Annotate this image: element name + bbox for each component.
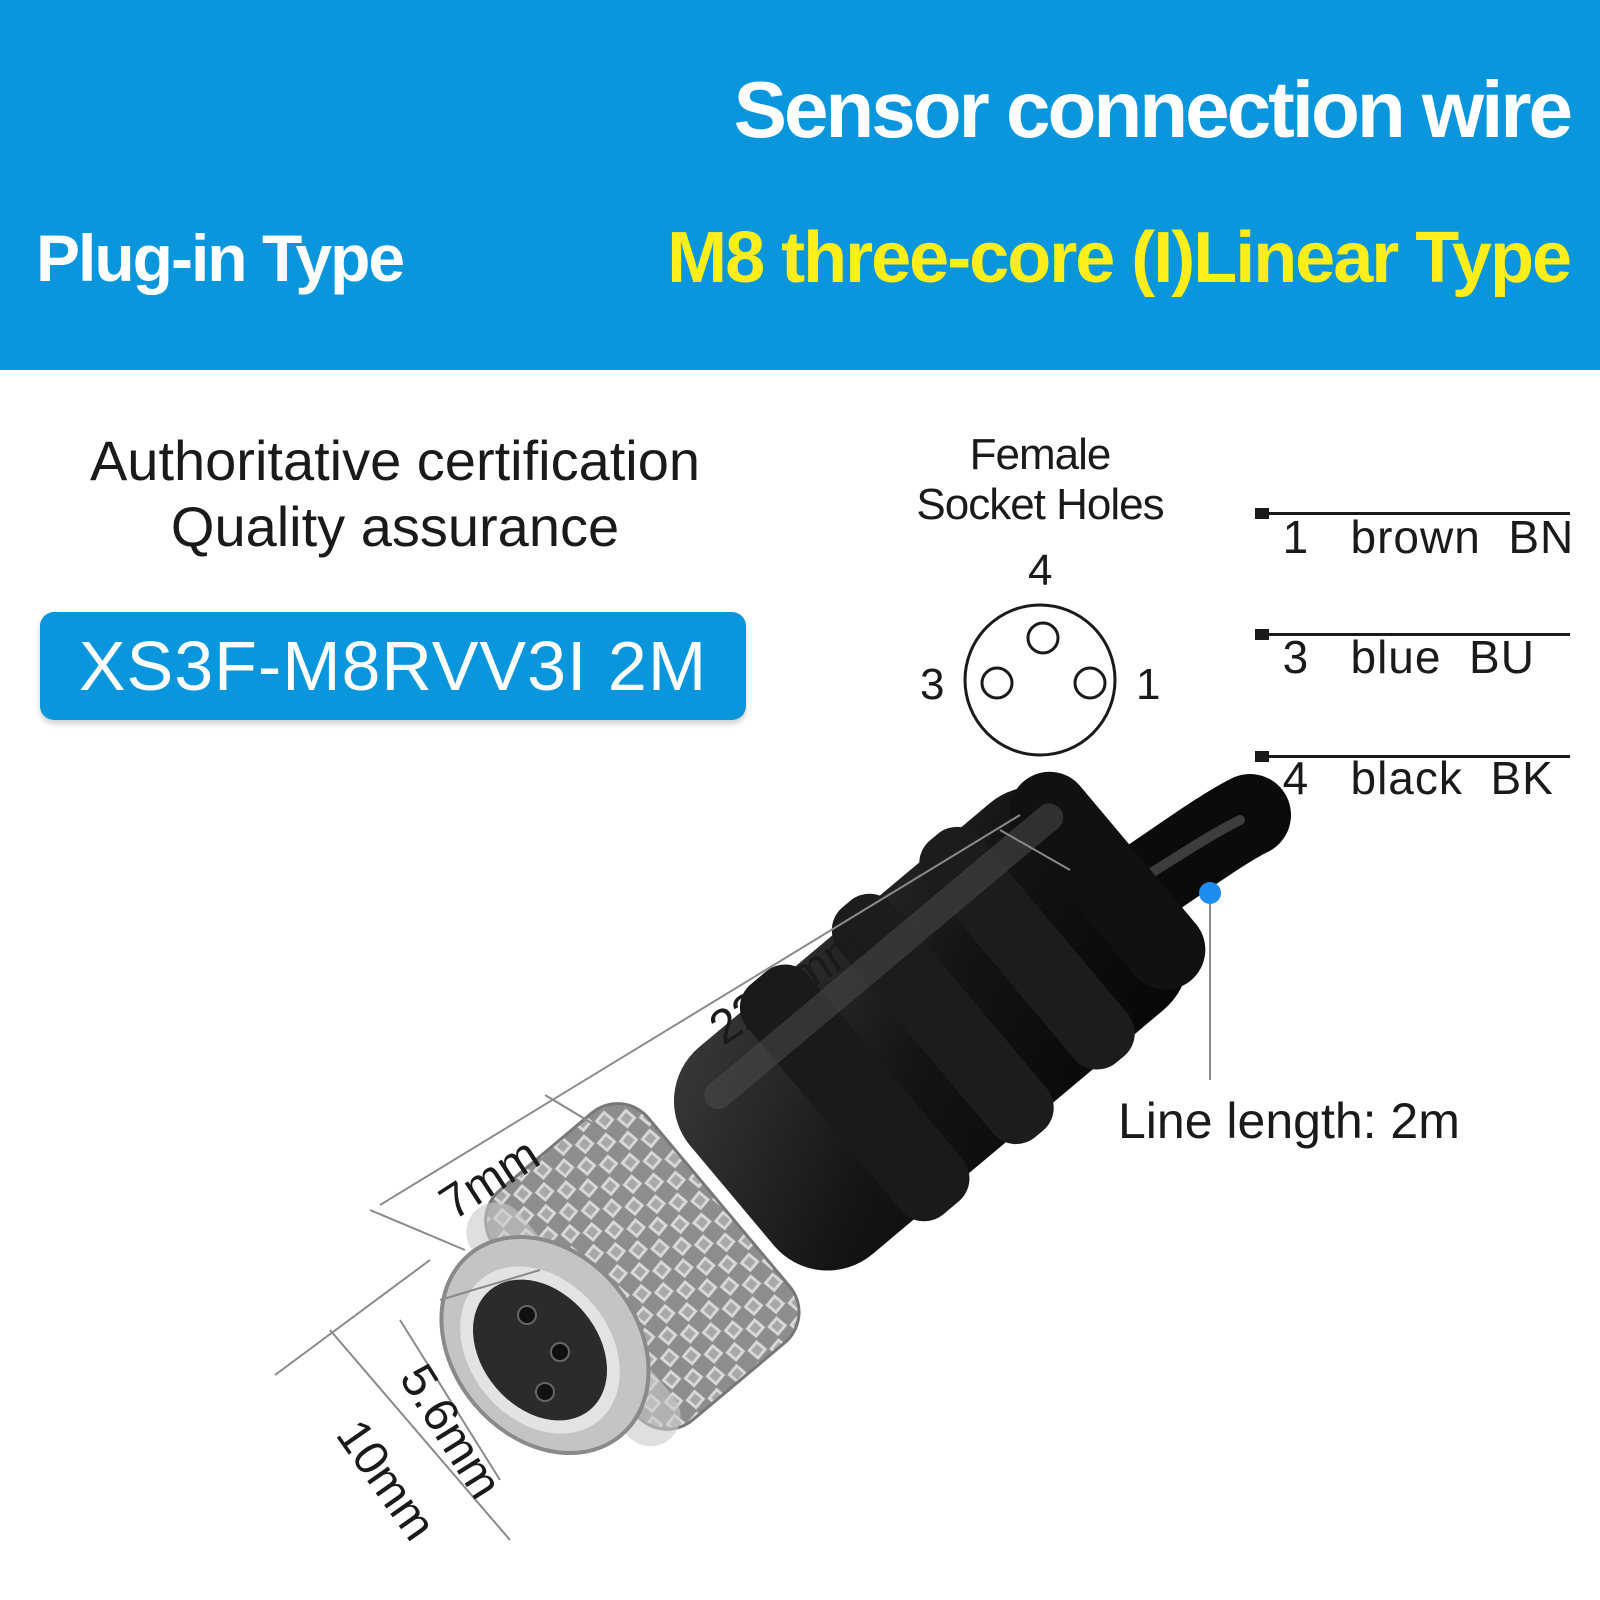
wire-color: blue: [1350, 631, 1442, 683]
header-banner: Sensor connection wire Plug-in Type M8 t…: [0, 0, 1600, 370]
wire-row-blue: 3 blue BU: [1255, 576, 1570, 684]
certification-line: Authoritative certification: [89, 429, 701, 492]
wire-row-black: 4 black BK: [1255, 697, 1570, 805]
wire-line-black: [1255, 751, 1570, 762]
certification-text: Authoritative certification Quality assu…: [30, 428, 760, 560]
wire-code: BK: [1490, 752, 1554, 804]
banner-title: Sensor connection wire: [733, 65, 1573, 154]
socket-hole-4: [1026, 621, 1060, 655]
wire-pin: 4: [1282, 752, 1310, 804]
quality-line: Quality assurance: [170, 495, 620, 558]
wire-line-brown: [1255, 508, 1570, 519]
wire-pin: 1: [1282, 511, 1310, 563]
line-length-label: Line length: 2m: [1118, 1093, 1460, 1149]
dimension-lines: [274, 814, 1071, 1541]
socket-face-diagram: [963, 603, 1117, 757]
socket-caption: Female Socket Holes: [880, 430, 1200, 530]
wire-color: black: [1350, 752, 1463, 804]
banner-subtitle: M8 three-core (I)Linear Type: [667, 218, 1572, 298]
socket-caption-line1: Female: [969, 430, 1112, 479]
socket-caption-line2: Socket Holes: [916, 480, 1164, 529]
pin-label-right: 1: [1136, 660, 1161, 709]
socket-hole-3: [980, 666, 1014, 700]
wire-line-blue: [1255, 629, 1570, 640]
line-length-marker: [1199, 882, 1221, 1080]
wire-pin: 3: [1282, 631, 1310, 683]
model-code-badge: XS3F-M8RVV3I 2M: [40, 612, 746, 720]
connector-body: [673, 771, 1206, 1271]
wire-color: brown: [1350, 511, 1481, 563]
socket-hole-1: [1073, 666, 1107, 700]
wire-code: BN: [1508, 511, 1575, 563]
connector-face: [439, 1234, 651, 1456]
plug-type-label: Plug-in Type: [36, 221, 405, 295]
wire-code: BU: [1469, 631, 1535, 683]
wire-row-brown: 1 brown BN: [1255, 456, 1574, 564]
cable-marker-dot: [1199, 882, 1221, 904]
pin-label-top: 4: [1028, 546, 1053, 595]
pin-label-left: 3: [920, 660, 945, 709]
